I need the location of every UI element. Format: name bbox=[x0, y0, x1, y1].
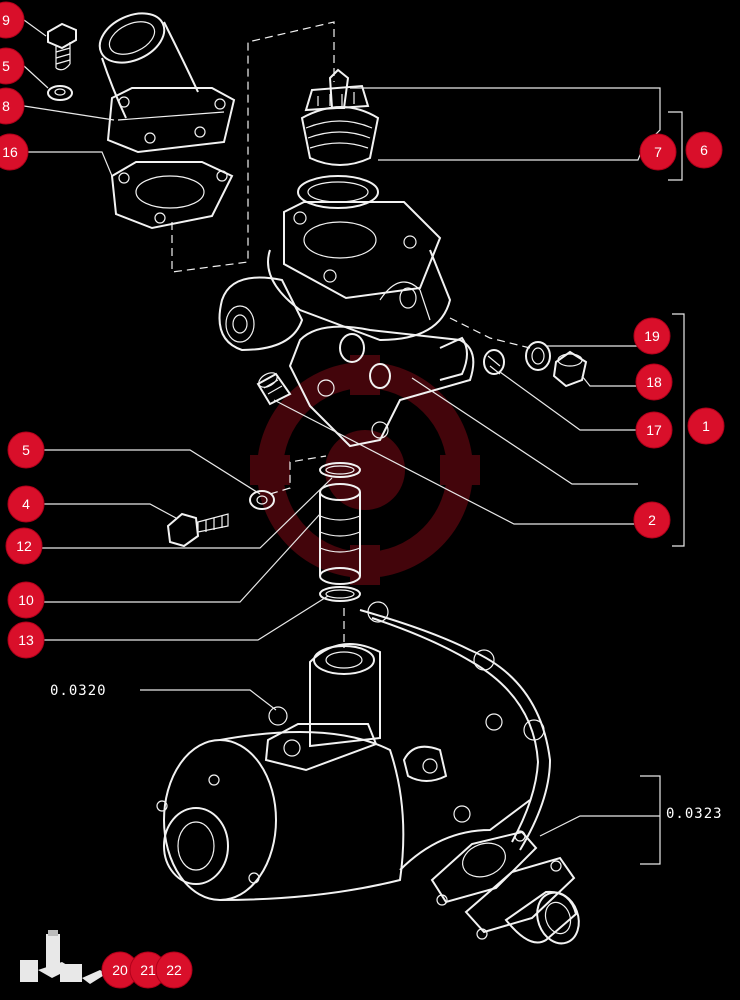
svg-text:20: 20 bbox=[112, 962, 128, 978]
svg-text:13: 13 bbox=[18, 632, 34, 648]
svg-text:2: 2 bbox=[648, 512, 656, 528]
ref-label-0323: 0.0323 bbox=[666, 806, 723, 822]
callout-5-top: 5 bbox=[0, 47, 25, 85]
svg-text:17: 17 bbox=[646, 422, 662, 438]
callout-22: 22 bbox=[155, 951, 193, 989]
callout-9: 9 bbox=[0, 1, 25, 39]
plug-part-17 bbox=[483, 349, 505, 375]
svg-text:7: 7 bbox=[654, 144, 662, 160]
gasket-part-16 bbox=[110, 161, 234, 230]
o-ring-part-13 bbox=[319, 586, 361, 602]
bolt-part-4 bbox=[166, 512, 229, 548]
bracket-group-6 bbox=[668, 111, 683, 181]
svg-text:8: 8 bbox=[2, 98, 10, 114]
callout-2: 2 bbox=[633, 501, 671, 539]
elbow-outlet-part bbox=[98, 12, 236, 154]
washer-part-5-lower bbox=[249, 490, 275, 510]
bracket-group-0323 bbox=[640, 775, 661, 865]
callout-1: 1 bbox=[687, 407, 725, 445]
alignment-line-bolt bbox=[269, 455, 327, 495]
svg-text:4: 4 bbox=[22, 496, 30, 512]
callout-7: 7 bbox=[639, 133, 677, 171]
callout-6: 6 bbox=[685, 131, 723, 169]
svg-text:18: 18 bbox=[646, 374, 662, 390]
svg-text:12: 12 bbox=[16, 538, 32, 554]
outlet-flange-elbow bbox=[430, 830, 580, 945]
svg-text:21: 21 bbox=[140, 962, 156, 978]
thermostat-part bbox=[300, 68, 380, 166]
plug-part-18 bbox=[552, 350, 588, 388]
svg-text:22: 22 bbox=[166, 962, 182, 978]
callout-4: 4 bbox=[7, 485, 45, 523]
bracket-group-1 bbox=[672, 313, 685, 547]
callout-8: 8 bbox=[0, 87, 25, 125]
svg-text:19: 19 bbox=[644, 328, 660, 344]
svg-text:16: 16 bbox=[2, 144, 18, 160]
svg-text:10: 10 bbox=[18, 592, 34, 608]
callout-20: 20 bbox=[101, 951, 139, 989]
watermark-logo bbox=[250, 355, 480, 585]
thermostat-housing-part bbox=[218, 201, 475, 448]
svg-text:5: 5 bbox=[22, 442, 30, 458]
callout-16: 16 bbox=[0, 133, 29, 171]
leader-lines bbox=[23, 19, 661, 837]
alignment-line-plugs bbox=[449, 317, 531, 349]
callout-12: 12 bbox=[5, 527, 43, 565]
water-pump-body bbox=[156, 601, 552, 901]
o-ring-part-12 bbox=[319, 462, 361, 478]
sleeve-plug-part-2 bbox=[256, 372, 292, 406]
svg-text:1: 1 bbox=[702, 418, 710, 434]
washer-part-19 bbox=[525, 341, 551, 371]
alignment-line-outlet bbox=[171, 21, 335, 273]
callout-10: 10 bbox=[7, 581, 45, 619]
callout-17: 17 bbox=[635, 411, 673, 449]
sealant-kit-icons bbox=[20, 930, 106, 984]
ref-label-0320: 0.0320 bbox=[50, 683, 107, 699]
callout-13: 13 bbox=[7, 621, 45, 659]
svg-text:5: 5 bbox=[2, 58, 10, 74]
callout-18: 18 bbox=[635, 363, 673, 401]
svg-text:9: 9 bbox=[2, 12, 10, 28]
washer-part-5-top bbox=[47, 85, 73, 101]
bypass-tube-part-10 bbox=[319, 483, 361, 585]
callout-5-lower: 5 bbox=[7, 431, 45, 469]
callout-19: 19 bbox=[633, 317, 671, 355]
seal-ring-part-7 bbox=[297, 175, 379, 209]
svg-text:6: 6 bbox=[700, 142, 708, 158]
bolt-part-9 bbox=[47, 22, 77, 71]
